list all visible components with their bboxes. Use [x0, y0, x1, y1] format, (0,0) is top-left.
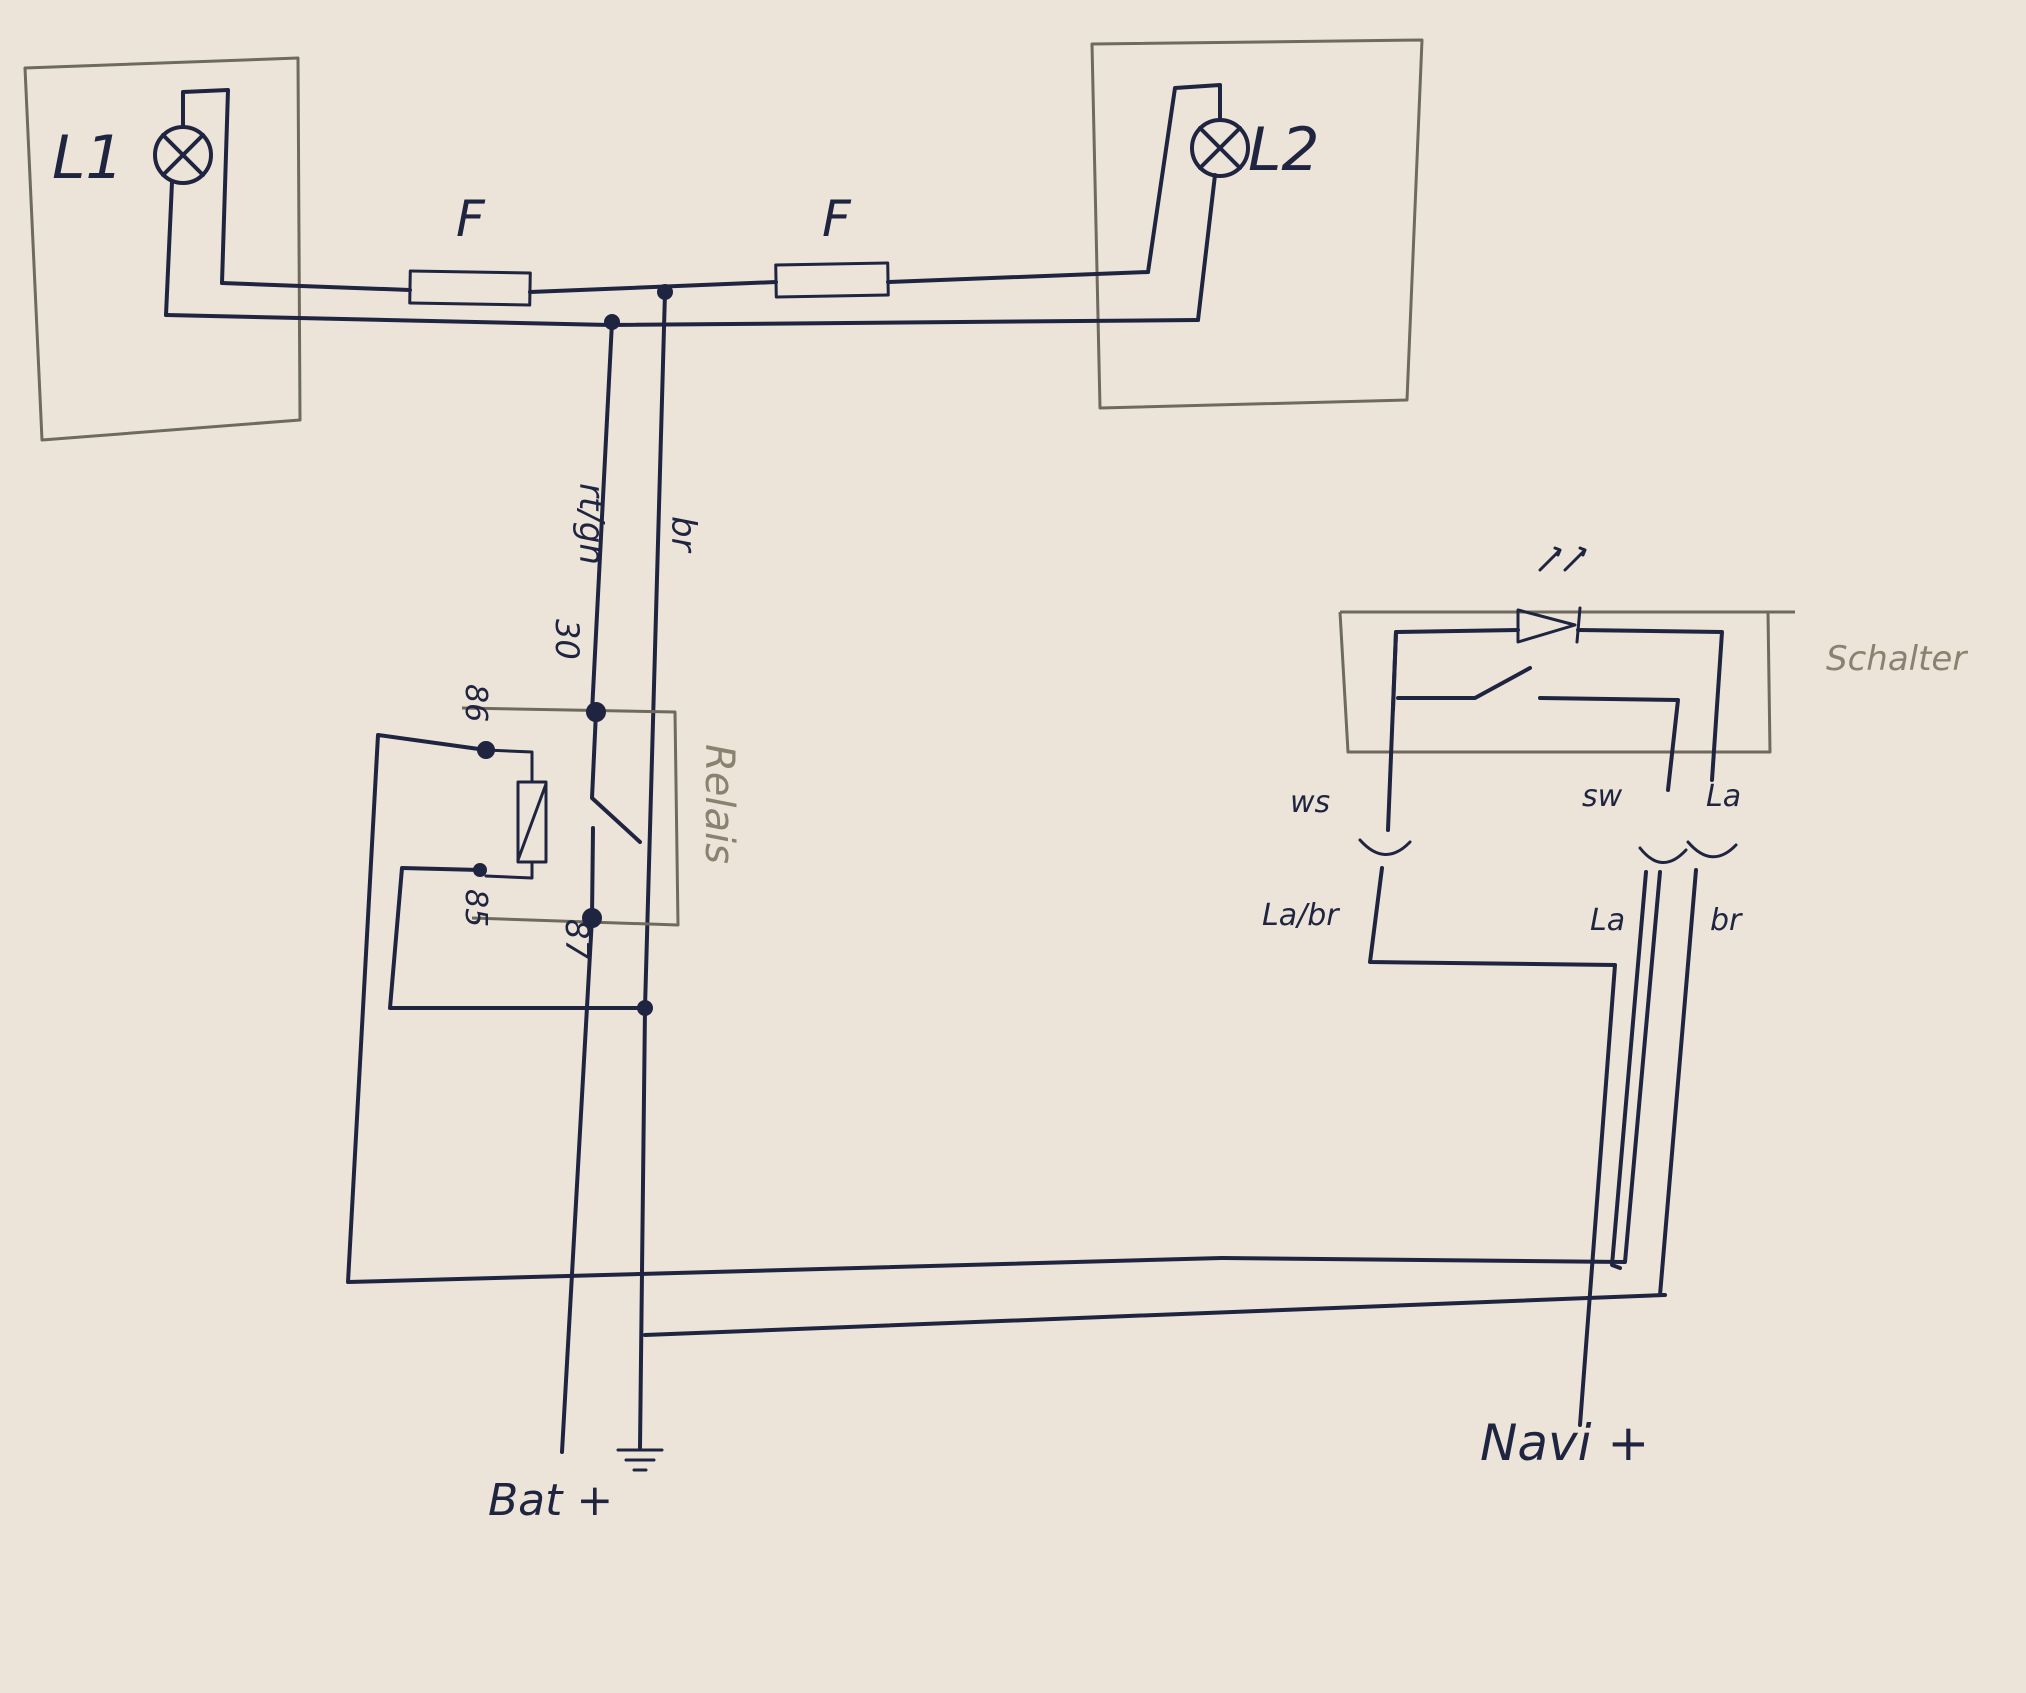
connector-sw — [1638, 846, 1688, 864]
wire-ground — [638, 1006, 647, 1450]
fuse-right — [774, 261, 890, 299]
fuse-right-label: F — [822, 190, 852, 248]
wire-la-label: La — [1590, 903, 1625, 938]
lamp-l1-label: L1 — [52, 123, 124, 193]
ground-icon — [616, 1448, 664, 1472]
wire-br-label: br — [663, 516, 703, 554]
wire-br-switch — [643, 868, 1698, 1337]
wire-la — [1610, 870, 1648, 1270]
switch-label: Schalter — [1826, 639, 1968, 679]
wire-br2-label: br — [1710, 903, 1743, 938]
lamp-l1 — [153, 88, 230, 317]
relay-pin-86-label: 86 — [458, 684, 493, 722]
switch-pin-sw-label: sw — [1582, 779, 1623, 814]
switch-ws-wire — [1386, 630, 1398, 832]
lamp-l2 — [1146, 83, 1250, 322]
wire-top-upper — [220, 270, 1150, 294]
wire-85-to-ground — [388, 866, 647, 1010]
connector-la — [1686, 840, 1738, 859]
relay-pin-85-label: 85 — [458, 889, 493, 927]
relay-coil — [484, 748, 548, 880]
lamp-l2-label: L2 — [1248, 115, 1320, 185]
switch-contact — [1396, 666, 1680, 792]
navi-plus-label: Navi + — [1480, 1414, 1649, 1472]
lamp-housing-left — [23, 56, 302, 442]
wire-rt-gn — [590, 320, 614, 714]
relay-contact — [590, 710, 642, 844]
bat-plus-label: Bat + — [488, 1475, 613, 1526]
switch-pin-ws-label: ws — [1290, 785, 1330, 820]
relay-label: Relais — [696, 744, 742, 864]
wire-bat-plus — [560, 916, 594, 1454]
lamp-housing-right — [1090, 38, 1424, 410]
wire-la-br-label: La/br — [1262, 898, 1340, 933]
fuse-left-label: F — [456, 190, 486, 248]
led-indicator-icon — [1516, 546, 1587, 644]
wire-sw-to-86 — [1220, 870, 1662, 1264]
relay-pin-30-label: 30 — [548, 619, 586, 660]
wire-rt-gn-label: rt/gn — [571, 483, 611, 565]
relay-87-stub — [590, 826, 595, 920]
switch-pin-la-label: La — [1706, 779, 1741, 814]
connector-ws — [1358, 838, 1412, 856]
relay-housing — [461, 706, 680, 927]
wire-br — [643, 290, 667, 1010]
wire-86-to-switch — [346, 733, 1224, 1284]
switch-housing — [1338, 610, 1795, 754]
fuse-left — [408, 269, 532, 307]
wire-la-br — [1368, 866, 1617, 1427]
